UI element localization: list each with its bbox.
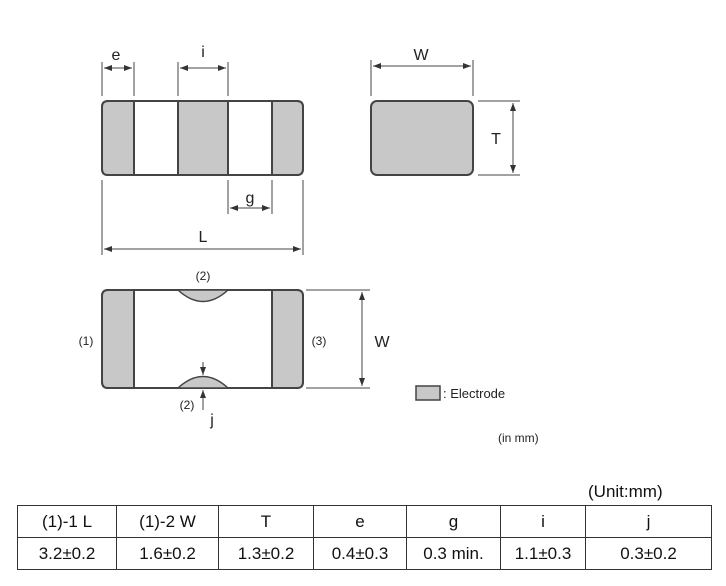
terminal-1-label: (1)	[79, 334, 94, 348]
table-row: 3.2±0.2 1.6±0.2 1.3±0.2 0.4±0.3 0.3 min.…	[17, 537, 712, 570]
dimensions-table: (1)-1 L (1)-2 W T e g i j 3.2±0.2 1.6±0.…	[17, 505, 712, 570]
terminal-2-bottom-label: (2)	[180, 398, 195, 412]
top-view-chip	[101, 100, 304, 176]
value-cell: 1.6±0.2	[116, 537, 219, 570]
dim-W-top-label: W	[413, 47, 429, 64]
value-cell: 0.4±0.3	[313, 537, 407, 570]
value-cell: 3.2±0.2	[17, 537, 117, 570]
electrode-legend-swatch	[415, 385, 441, 401]
value-cell: 1.3±0.2	[218, 537, 314, 570]
dim-i-label: i	[201, 44, 205, 61]
dim-T-label: T	[491, 131, 501, 148]
terminal-2-top-label: (2)	[196, 269, 211, 283]
header-cell: j	[585, 505, 712, 538]
dim-j-label: j	[209, 412, 214, 429]
header-cell: e	[313, 505, 407, 538]
header-cell: (1)-2 W	[116, 505, 219, 538]
end-view-chip	[370, 100, 474, 176]
units-note: (in mm)	[498, 431, 539, 445]
value-cell: 0.3 min.	[406, 537, 501, 570]
header-cell: i	[500, 505, 586, 538]
header-cell: T	[218, 505, 314, 538]
table-unit-label: (Unit:mm)	[588, 482, 663, 501]
value-cell: 1.1±0.3	[500, 537, 586, 570]
side-view-chip	[101, 289, 304, 389]
terminal-3-label: (3)	[312, 334, 327, 348]
value-cell: 0.3±0.2	[585, 537, 712, 570]
dim-g-label: g	[246, 190, 255, 207]
header-cell: (1)-1 L	[17, 505, 117, 538]
dim-e-label: e	[112, 47, 121, 64]
electrode-legend-label: : Electrode	[443, 386, 505, 401]
header-cell: g	[406, 505, 501, 538]
dim-L-label: L	[199, 229, 208, 246]
table-header-row: (1)-1 L (1)-2 W T e g i j	[17, 505, 712, 538]
dim-W-side-label: W	[374, 334, 390, 351]
